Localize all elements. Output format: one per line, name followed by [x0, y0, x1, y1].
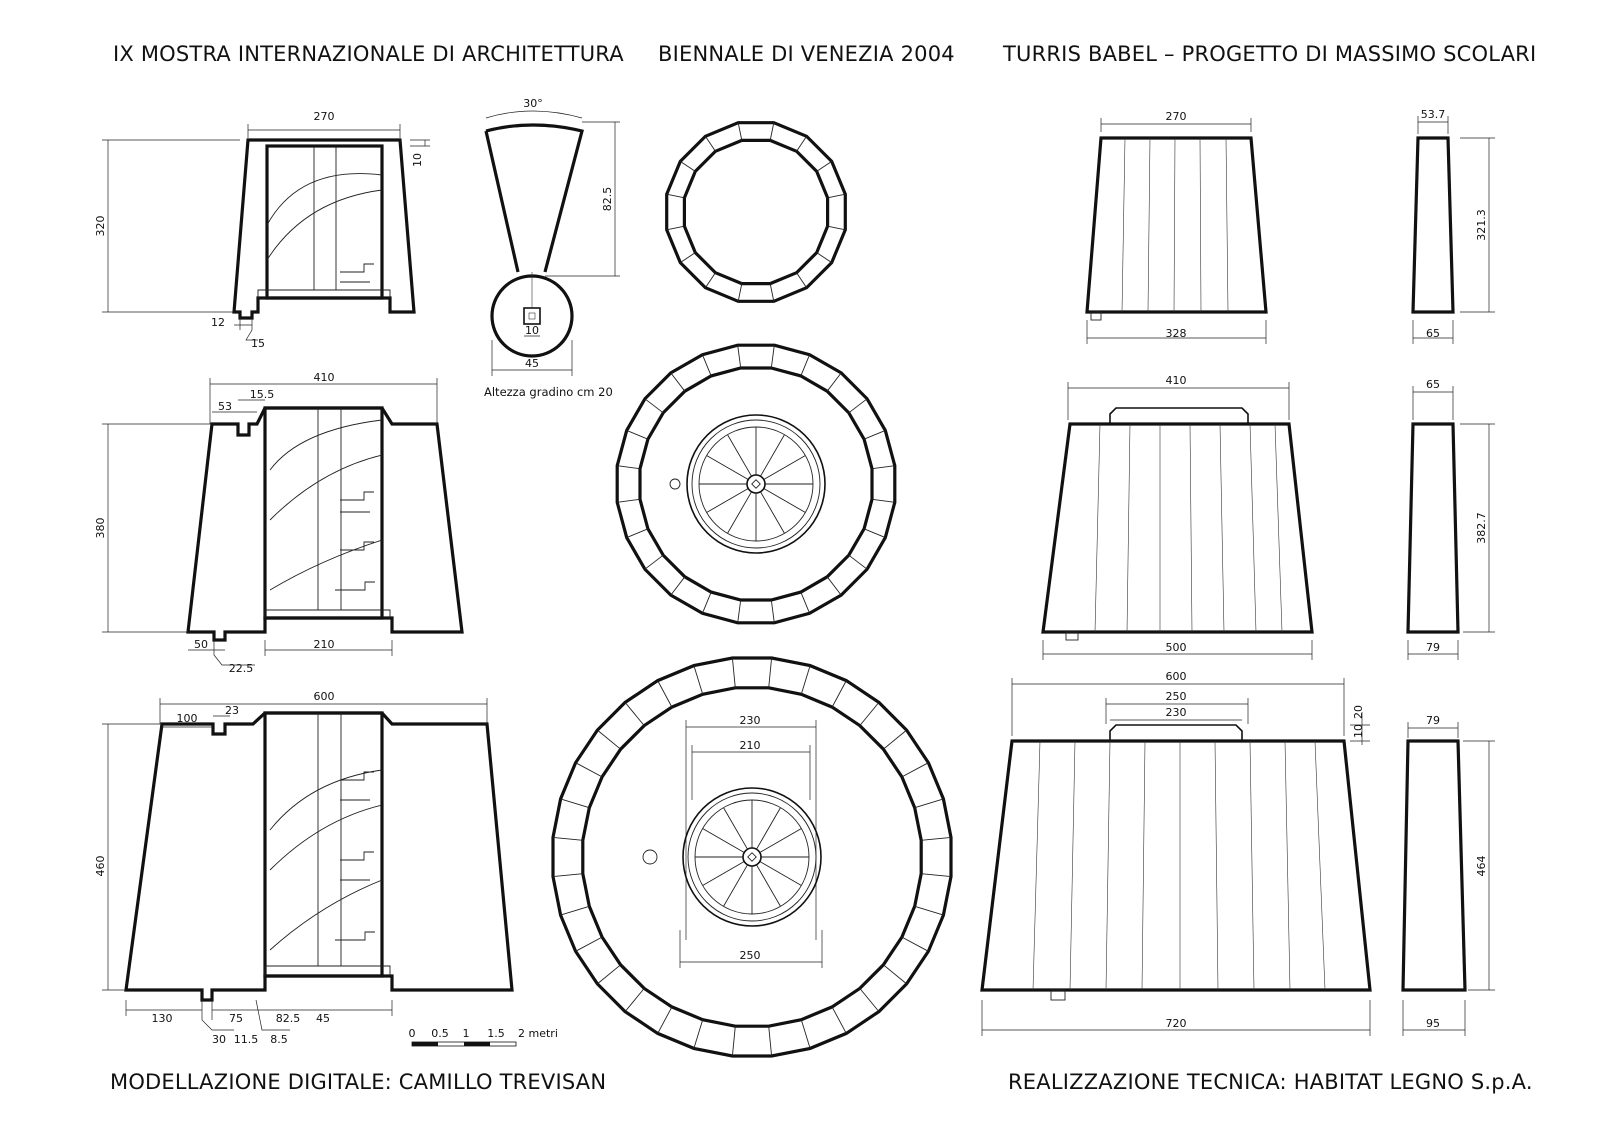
elevation-small	[1085, 118, 1268, 344]
plan-small	[665, 121, 847, 303]
header-project: TURRIS BABEL – PROGETTO DI MASSIMO SCOLA…	[1003, 42, 1537, 66]
dim-large-e: 8.5	[270, 1033, 288, 1046]
dim-step-length: 82.5	[601, 187, 614, 212]
dim-mid-foot: 22.5	[229, 662, 254, 675]
elevation-mid	[1041, 382, 1314, 660]
dim-plan-inner: 210	[740, 739, 761, 752]
dim-elev-large-cap-inner: 230	[1166, 706, 1187, 719]
elevation-large	[980, 678, 1372, 1036]
dim-elev-mid-bottom: 500	[1166, 641, 1187, 654]
dim-side-large-bottom: 95	[1426, 1017, 1440, 1030]
dim-elev-large-cap-b: 20	[1352, 705, 1365, 719]
dim-side-mid-height: 382.7	[1475, 512, 1488, 544]
dim-side-large-height: 464	[1475, 856, 1488, 877]
footer-realization: REALIZZAZIONE TECNICA: HABITAT LEGNO S.p…	[1008, 1070, 1533, 1094]
scale-bar	[411, 1041, 517, 1047]
side-large	[1401, 722, 1495, 1036]
dim-small-width: 270	[314, 110, 335, 123]
dim-small-height: 320	[94, 216, 107, 237]
dim-mid-offset: 53	[218, 400, 232, 413]
dim-large-a: 30	[212, 1033, 226, 1046]
dim-step-angle: 30°	[523, 97, 543, 110]
scale-label-0: 0	[409, 1027, 416, 1040]
step-height-note: Altezza gradino cm 20	[484, 385, 613, 399]
header-biennale: BIENNALE DI VENEZIA 2004	[658, 42, 955, 66]
dim-mid-inner: 210	[314, 638, 335, 651]
header-exhibition: IX MOSTRA INTERNAZIONALE DI ARCHITETTURA	[113, 42, 624, 66]
dim-large-left: 130	[152, 1012, 173, 1025]
scale-label-0-5: 0.5	[431, 1027, 449, 1040]
dim-elev-mid-top: 410	[1166, 374, 1187, 387]
dim-mid-width: 410	[314, 371, 335, 384]
dim-small-foot-b: 15	[251, 337, 265, 350]
dim-elev-large-cap-outer: 250	[1166, 690, 1187, 703]
dim-side-large-top: 79	[1426, 714, 1440, 727]
scale-label-1-5: 1.5	[487, 1027, 505, 1040]
dim-small-rim: 10	[411, 153, 424, 167]
section-small	[102, 124, 430, 341]
side-small	[1411, 116, 1495, 344]
plan-large	[551, 656, 953, 1058]
dim-elev-large-bottom: 720	[1166, 1017, 1187, 1030]
dim-plan-outer: 230	[740, 714, 761, 727]
dim-elev-small-bottom: 328	[1166, 327, 1187, 340]
dim-step-diameter: 45	[525, 357, 539, 370]
dim-side-small-top: 53.7	[1421, 108, 1446, 121]
section-large	[102, 698, 514, 1031]
dim-side-mid-bottom: 79	[1426, 641, 1440, 654]
dim-side-small-height: 321.3	[1475, 209, 1488, 241]
side-mid	[1406, 386, 1495, 660]
dim-mid-left: 50	[194, 638, 208, 651]
dim-large-f: 45	[316, 1012, 330, 1025]
dim-side-small-bottom: 65	[1426, 327, 1440, 340]
footer-modelling: MODELLAZIONE DIGITALE: CAMILLO TREVISAN	[110, 1070, 607, 1094]
dim-mid-notch: 15.5	[250, 388, 275, 401]
plan-mid	[615, 343, 897, 625]
dim-small-foot-a: 12	[211, 316, 225, 329]
scale-label-1: 1	[463, 1027, 470, 1040]
dim-side-mid-top: 65	[1426, 378, 1440, 391]
dim-large-width: 600	[314, 690, 335, 703]
dim-large-b: 75	[229, 1012, 243, 1025]
dim-large-offset: 100	[177, 712, 198, 725]
dim-step-post: 10	[525, 324, 539, 337]
dim-large-d: 82.5	[276, 1012, 301, 1025]
dim-plan-base: 250	[740, 949, 761, 962]
dim-large-height: 460	[94, 856, 107, 877]
dim-elev-large-cap-a: 10	[1352, 724, 1365, 738]
dim-elev-small-top: 270	[1166, 110, 1187, 123]
dim-large-c: 11.5	[234, 1033, 259, 1046]
dim-elev-large-top: 600	[1166, 670, 1187, 683]
dim-large-notch: 23	[225, 704, 239, 717]
section-mid	[102, 378, 464, 666]
dim-mid-height: 380	[94, 518, 107, 539]
scale-label-2: 2 metri	[518, 1027, 558, 1040]
step-detail	[484, 110, 620, 376]
